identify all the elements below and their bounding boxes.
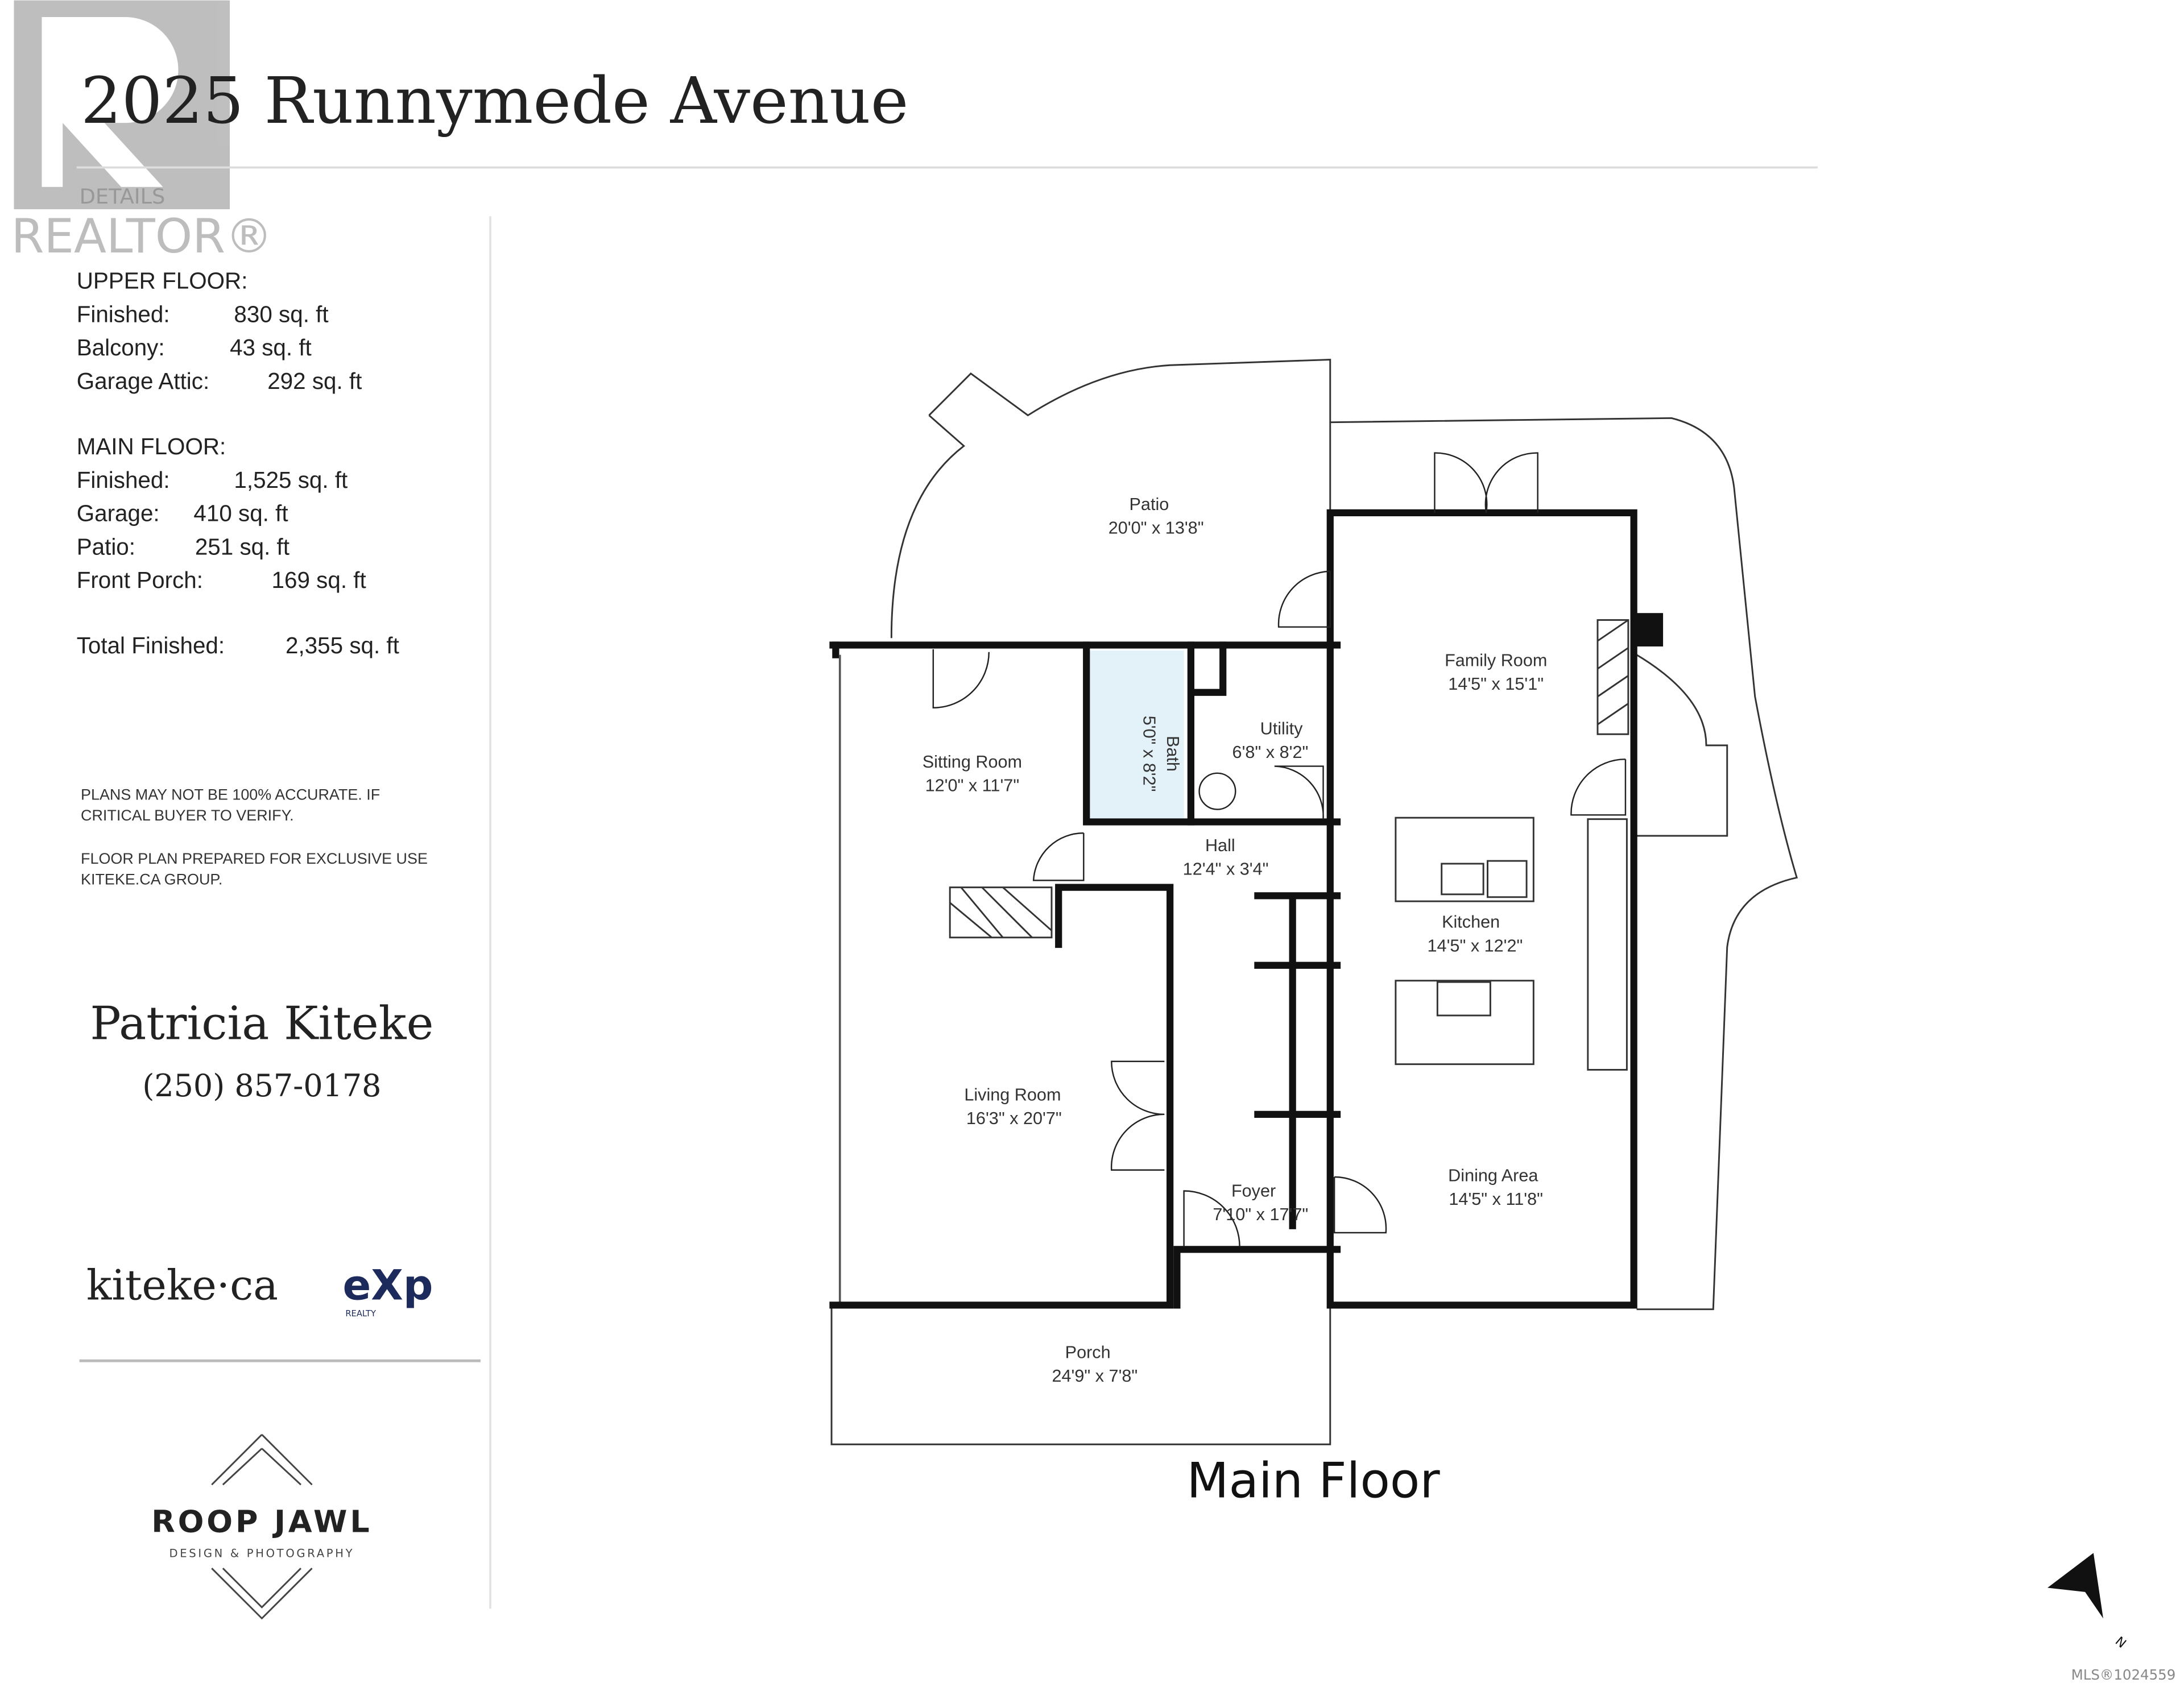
room-labels: Patio 20'0" x 13'8" Family Room 14'5" x … [923,495,1548,1386]
photographer-logo: ROOP JAWL DESIGN & PHOTOGRAPHY [151,1434,372,1620]
agent-name: Patricia Kiteke [90,997,433,1051]
svg-text:DESIGN & PHOTOGRAPHY: DESIGN & PHOTOGRAPHY [169,1547,354,1560]
room-size: 12'4" x 3'4" [1183,860,1269,879]
room-size: 14'5" x 15'1" [1448,674,1544,694]
svg-text:KITEKE.CA GROUP.: KITEKE.CA GROUP. [81,871,222,888]
room-size: 6'8" x 8'2" [1232,743,1309,762]
room-name: Kitchen [1442,913,1500,932]
room-name: Foyer [1231,1181,1276,1200]
svg-text:DETAILS: DETAILS [80,184,166,209]
room-size: 14'5" x 11'8" [1449,1189,1543,1209]
svg-text:REALTOR®: REALTOR® [11,209,273,264]
svg-text:FLOOR PLAN PREPARED FOR EXCLUS: FLOOR PLAN PREPARED FOR EXCLUSIVE USE [81,850,428,867]
svg-text:Finished:: Finished: [77,301,170,327]
area-details: UPPER FLOOR: Finished: 830 sq. ft Balcony… [77,268,399,659]
brokerage-logo: kiteke·ca eXp REALTY [86,1262,433,1319]
svg-text:MAIN FLOOR:: MAIN FLOOR: [77,433,226,459]
svg-text:Garage:: Garage: [77,500,160,527]
room-size: 5'0" x 8'2" [1140,716,1159,792]
room-name: Dining Area [1448,1166,1538,1185]
room-size: 20'0" x 13'8" [1108,519,1204,538]
svg-text:N: N [2112,1634,2129,1651]
svg-text:43 sq. ft: 43 sq. ft [230,334,312,360]
svg-text:Garage Attic:: Garage Attic: [77,368,209,394]
svg-text:410 sq. ft: 410 sq. ft [193,500,288,527]
room-name: Utility [1260,719,1304,738]
svg-text:Balcony:: Balcony: [77,334,165,360]
agent-phone: (250) 857-0178 [142,1068,381,1104]
room-name: Bath [1163,736,1182,772]
svg-text:Front Porch:: Front Porch: [77,567,203,593]
room-name: Living Room [964,1085,1061,1104]
room-size: 24'9" x 7'8" [1052,1366,1138,1386]
room-size: 12'0" x 11'7" [925,776,1020,795]
room-size: 14'5" x 12'2" [1428,936,1523,955]
north-arrow-icon: N [2048,1553,2129,1651]
svg-text:kiteke·ca: kiteke·ca [86,1262,278,1310]
svg-text:251 sq. ft: 251 sq. ft [195,533,289,559]
svg-text:Finished:: Finished: [77,467,170,493]
bath-fill [1089,650,1184,821]
svg-text:PLANS MAY NOT BE 100% ACCURATE: PLANS MAY NOT BE 100% ACCURATE. IF [81,786,380,803]
room-name: Porch [1065,1342,1111,1362]
floor-label: Main Floor [1187,1452,1441,1509]
svg-text:REALTY: REALTY [345,1309,376,1319]
page-title: 2025 Runnymede Avenue [81,63,908,138]
svg-text:Total Finished:: Total Finished: [77,632,225,658]
floor-plan: Patio 20'0" x 13'8" Family Room 14'5" x … [829,358,1798,1445]
svg-text:169 sq. ft: 169 sq. ft [272,567,366,593]
svg-text:eXp: eXp [342,1262,433,1310]
svg-text:2,355 sq. ft: 2,355 sq. ft [286,632,399,658]
room-name: Sitting Room [923,752,1022,772]
disclaimer: PLANS MAY NOT BE 100% ACCURATE. IF CRITI… [81,786,428,888]
svg-text:ROOP JAWL: ROOP JAWL [151,1504,372,1540]
mls-number: MLS®1024559 [2071,1667,2176,1683]
room-size: 7'10" x 17'7" [1213,1205,1308,1224]
svg-text:Patio:: Patio: [77,533,135,559]
room-name: Hall [1205,836,1235,855]
room-name: Family Room [1445,650,1547,670]
svg-text:CRITICAL BUYER TO VERIFY.: CRITICAL BUYER TO VERIFY. [81,807,294,824]
svg-text:830 sq. ft: 830 sq. ft [234,301,328,327]
room-name: Patio [1130,495,1169,514]
svg-text:UPPER FLOOR:: UPPER FLOOR: [77,268,248,294]
room-size: 16'3" x 20'7" [966,1109,1062,1128]
svg-text:1,525 sq. ft: 1,525 sq. ft [234,467,348,493]
svg-text:292 sq. ft: 292 sq. ft [267,368,362,394]
realtor-watermark: DETAILS REALTOR® [11,0,273,264]
